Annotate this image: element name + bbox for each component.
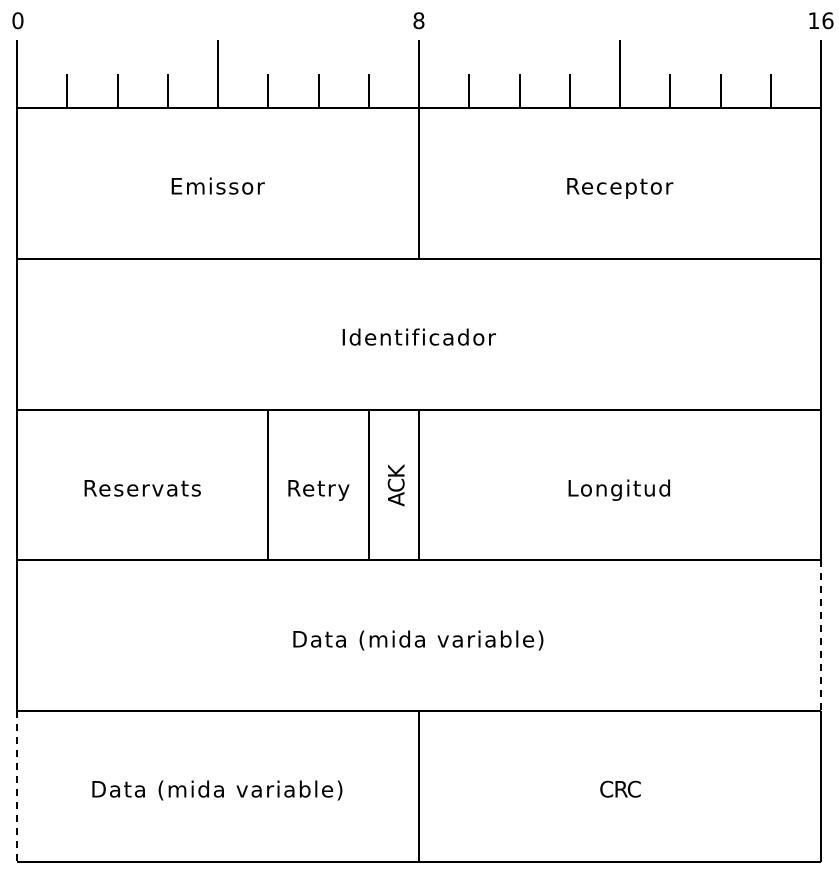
- field-retry: Retry: [286, 478, 352, 503]
- field-ack: ACK: [386, 464, 411, 507]
- field-labels: Emissor Receptor Identificador Reservats…: [82, 176, 675, 804]
- field-identificador: Identificador: [341, 327, 498, 352]
- field-data-variable-continued: Data (mida variable): [90, 779, 345, 804]
- field-crc: CRC: [599, 779, 642, 804]
- field-longitud: Longitud: [566, 478, 673, 503]
- ruler-label-8: 8: [412, 10, 426, 35]
- field-emissor: Emissor: [170, 176, 267, 201]
- bit-ruler: 0 8 16: [11, 10, 835, 109]
- field-grid: [16, 108, 822, 863]
- ruler-label-0: 0: [11, 10, 25, 35]
- field-data-variable: Data (mida variable): [291, 629, 546, 654]
- field-receptor: Receptor: [565, 176, 675, 201]
- ruler-label-16: 16: [807, 10, 835, 35]
- field-reservats: Reservats: [82, 478, 203, 503]
